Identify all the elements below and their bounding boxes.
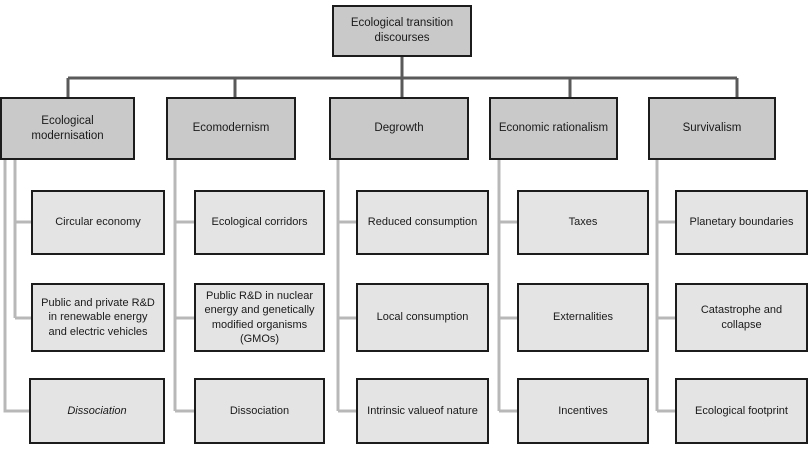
branch-node-label: Ecological modernisation <box>31 114 104 142</box>
leaf-node-label: Catastrophe and collapse <box>700 304 783 331</box>
leaf-node-label: Local consumption <box>376 311 469 324</box>
leaf-node-dissociation-ecological-modernisation: Dissociation <box>29 378 165 444</box>
root-node-label: Ecological transition discourses <box>350 17 454 44</box>
leaf-node-label: Public and private R&D in renewable ener… <box>41 297 155 338</box>
leaf-node-incentives: Incentives <box>517 378 649 444</box>
leaf-node-label: Ecological corridors <box>211 216 308 229</box>
leaf-node-externalities: Externalities <box>517 283 649 352</box>
leaf-node-label: Ecological footprint <box>695 404 788 417</box>
leaf-node-label: Dissociation <box>229 404 290 417</box>
leaf-node-public-private-rd: Public and private R&D in renewable ener… <box>31 283 165 352</box>
leaf-node-public-rd-nuclear-gmo: Public R&D in nuclear energy and genetic… <box>194 283 325 352</box>
leaf-node-label: Planetary boundaries <box>689 216 794 229</box>
branch-node-label: Degrowth <box>374 122 424 135</box>
leaf-node-reduced-consumption: Reduced consumption <box>356 190 489 255</box>
branch-node-label: Survivalism <box>682 122 742 135</box>
branch-node-economic-rationalism: Economic rationalism <box>489 97 618 160</box>
leaf-node-label: Externalities <box>553 311 613 324</box>
leaf-node-catastrophe-and-collapse: Catastrophe and collapse <box>675 283 808 352</box>
leaf-node-dissociation-ecomodernism: Dissociation <box>194 378 325 444</box>
leaf-node-circular-economy: Circular economy <box>31 190 165 255</box>
leaf-node-label: Incentives <box>558 404 608 417</box>
leaf-node-local-consumption: Local consumption <box>356 283 489 352</box>
leaf-node-label: Dissociation <box>67 404 127 417</box>
leaf-node-taxes: Taxes <box>517 190 649 255</box>
col1-outer-spine <box>3 160 30 413</box>
root-node-ecological-transition-discourses: Ecological transition discourses <box>332 5 472 57</box>
branch-node-ecological-modernisation: Ecological modernisation <box>0 97 135 160</box>
leaf-node-ecological-corridors: Ecological corridors <box>194 190 325 255</box>
leaf-node-planetary-boundaries: Planetary boundaries <box>675 190 808 255</box>
leaf-node-label: Circular economy <box>55 216 141 229</box>
branch-node-survivalism: Survivalism <box>648 97 776 160</box>
leaf-node-label: Taxes <box>568 216 598 229</box>
leaf-node-label: Public R&D in nuclear energy and genetic… <box>204 290 315 345</box>
leaf-node-intrinsic-value-of-nature: Intrinsic valueof nature <box>356 378 489 444</box>
leaf-node-label: Reduced consumption <box>367 216 478 229</box>
branch-node-ecomodernism: Ecomodernism <box>166 97 296 160</box>
branch-node-label: Economic rationalism <box>498 122 609 135</box>
leaf-node-ecological-footprint: Ecological footprint <box>675 378 808 444</box>
branch-node-degrowth: Degrowth <box>329 97 469 160</box>
branch-node-label: Ecomodernism <box>192 122 270 135</box>
leaf-node-label: Intrinsic valueof nature <box>367 404 478 417</box>
